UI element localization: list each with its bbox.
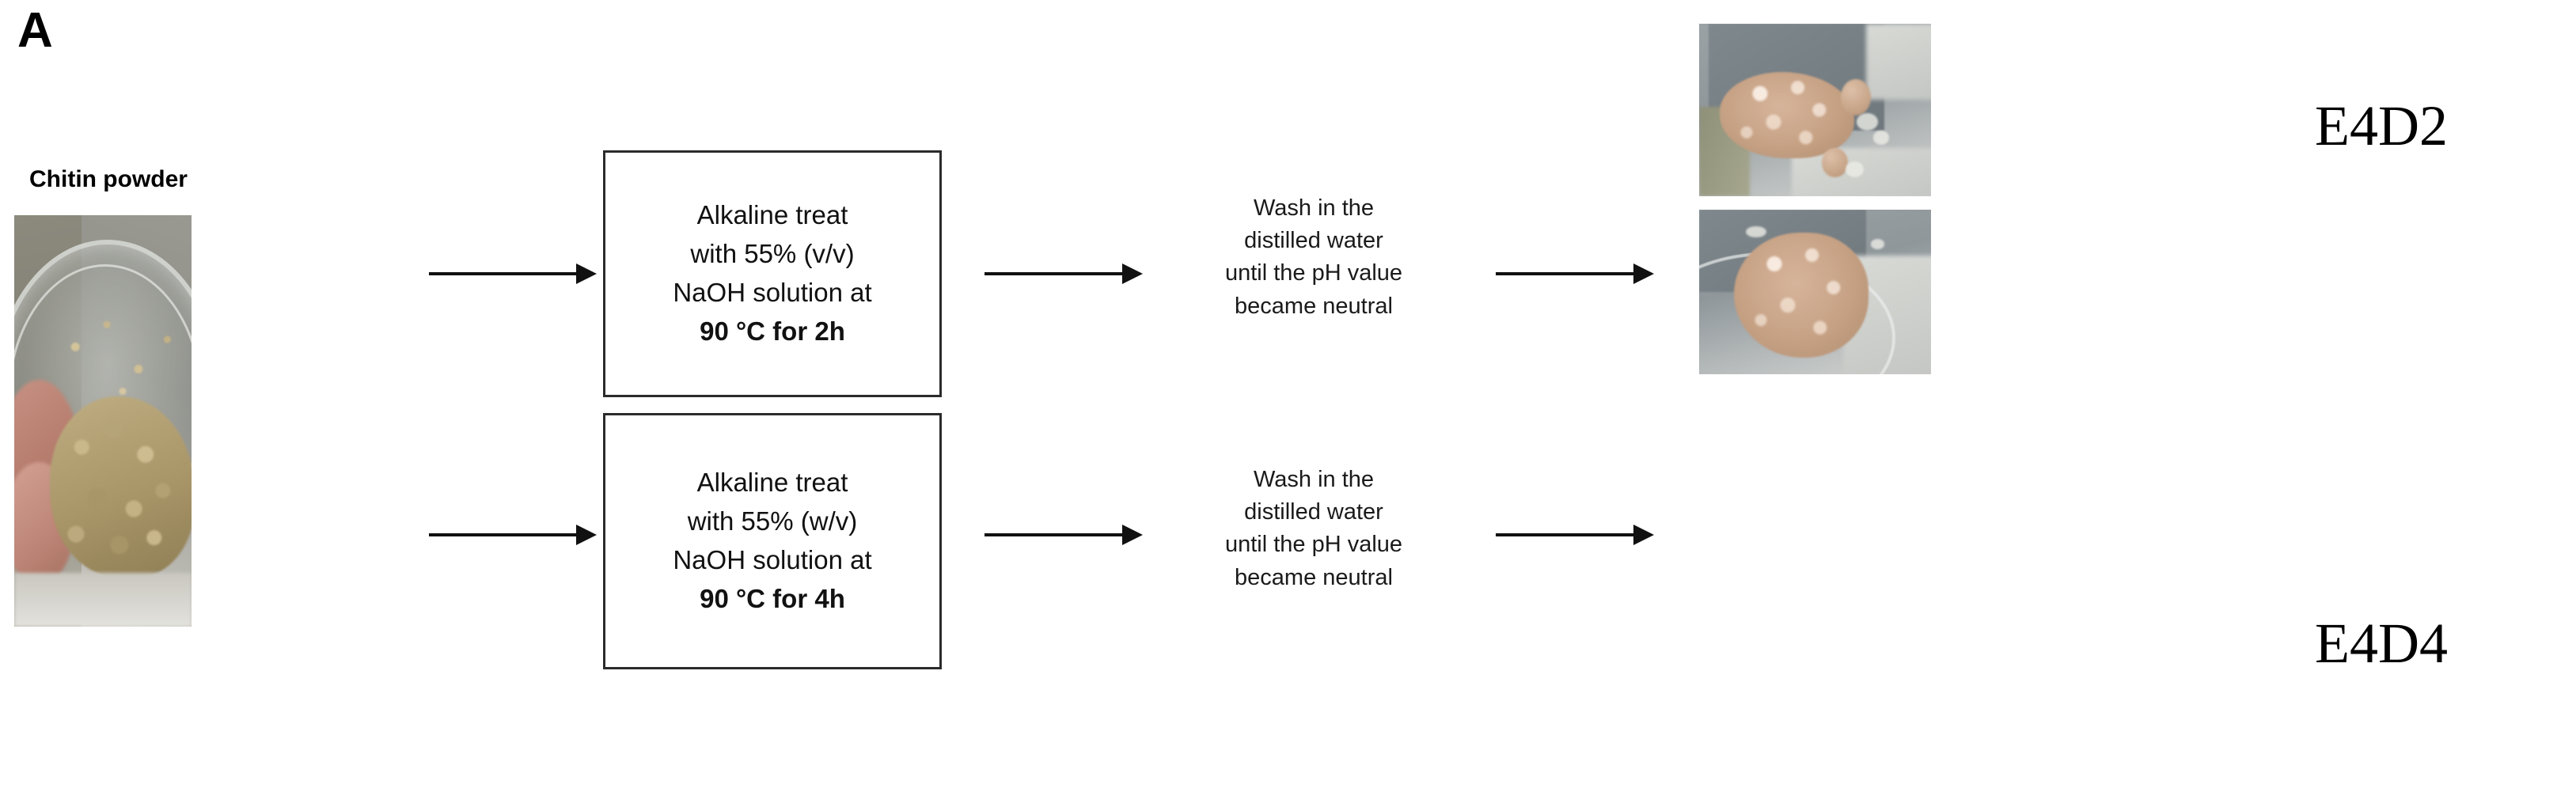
box-top-line-4: 90 °C for 2h xyxy=(700,316,845,346)
product-gel-mass xyxy=(1720,72,1855,159)
arrow-treatment-to-wash-bottom xyxy=(984,525,1143,545)
arrow-shaft xyxy=(429,533,578,536)
wash-top-line-1: Wash in the xyxy=(1253,195,1375,221)
water-droplet xyxy=(1870,239,1885,249)
arrow-shaft xyxy=(429,272,578,275)
bright-reflection xyxy=(1865,24,1931,100)
chitin-powder-caption: Chitin powder xyxy=(29,166,188,192)
box-top-line-3: NaOH solution at xyxy=(673,278,872,307)
sample-label-e4d4: E4D4 xyxy=(2315,612,2448,675)
arrow-shaft xyxy=(984,272,1124,275)
arrow-treatment-to-wash-top xyxy=(984,263,1143,284)
box-bottom-line-4: 90 °C for 4h xyxy=(700,583,845,613)
arrow-head xyxy=(1633,263,1654,284)
box-top-line-2: with 55% (v/v) xyxy=(690,239,855,269)
box-bottom-line-2: with 55% (w/v) xyxy=(687,506,858,536)
arrow-head xyxy=(1122,525,1143,545)
sample-label-e4d2: E4D2 xyxy=(2315,94,2448,157)
wash-top-line-3: until the pH value xyxy=(1224,260,1403,286)
arrow-wash-to-product-e4d4 xyxy=(1496,525,1654,545)
process-box-alkaline-2h: Alkaline treat with 55% (v/v) NaOH solut… xyxy=(603,150,942,397)
arrow-wash-to-product-e4d2 xyxy=(1496,263,1654,284)
arrow-shaft xyxy=(1496,533,1635,536)
product-fragment xyxy=(1822,147,1848,177)
box-top-line-1: Alkaline treat xyxy=(696,200,848,230)
arrow-head xyxy=(1122,263,1143,284)
wash-bottom-line-3: until the pH value xyxy=(1224,532,1403,558)
product-gel-mass xyxy=(1733,233,1868,358)
arrow-powder-to-treatment-4h xyxy=(429,525,597,545)
wash-step-top: Wash in the distilled water until the pH… xyxy=(1155,192,1472,323)
product-photo-e4d2 xyxy=(1699,24,1931,196)
water-droplet xyxy=(1745,225,1766,238)
arrow-head xyxy=(1633,525,1654,545)
arrow-powder-to-treatment-2h xyxy=(429,263,597,284)
box-bottom-line-1: Alkaline treat xyxy=(696,468,848,498)
wash-bottom-line-2: distilled water xyxy=(1244,499,1383,525)
bench-surface xyxy=(14,573,192,627)
process-box-text: Alkaline treat with 55% (w/v) NaOH solut… xyxy=(662,464,882,618)
wash-bottom-line-1: Wash in the xyxy=(1253,467,1375,492)
product-fragment xyxy=(1840,78,1871,116)
water-droplet xyxy=(1845,161,1865,177)
wash-step-bottom: Wash in the distilled water until the pH… xyxy=(1155,464,1472,594)
product-photo-e4d4 xyxy=(1699,210,1931,374)
wash-top-line-2: distilled water xyxy=(1244,228,1383,254)
chitin-powder-photo xyxy=(14,215,192,627)
water-droplet xyxy=(1872,131,1890,145)
wash-bottom-line-4: became neutral xyxy=(1235,564,1393,590)
wash-top-line-4: became neutral xyxy=(1235,293,1393,319)
process-box-alkaline-4h: Alkaline treat with 55% (w/v) NaOH solut… xyxy=(603,413,942,669)
arrow-head xyxy=(576,263,597,284)
panel-letter: A xyxy=(17,3,53,58)
arrow-head xyxy=(576,525,597,545)
process-box-text: Alkaline treat with 55% (v/v) NaOH solut… xyxy=(662,196,882,351)
arrow-shaft xyxy=(1496,272,1635,275)
box-bottom-line-3: NaOH solution at xyxy=(673,545,872,574)
chitin-powder-heap xyxy=(49,396,192,578)
arrow-shaft xyxy=(984,533,1124,536)
water-droplet xyxy=(1857,113,1878,131)
